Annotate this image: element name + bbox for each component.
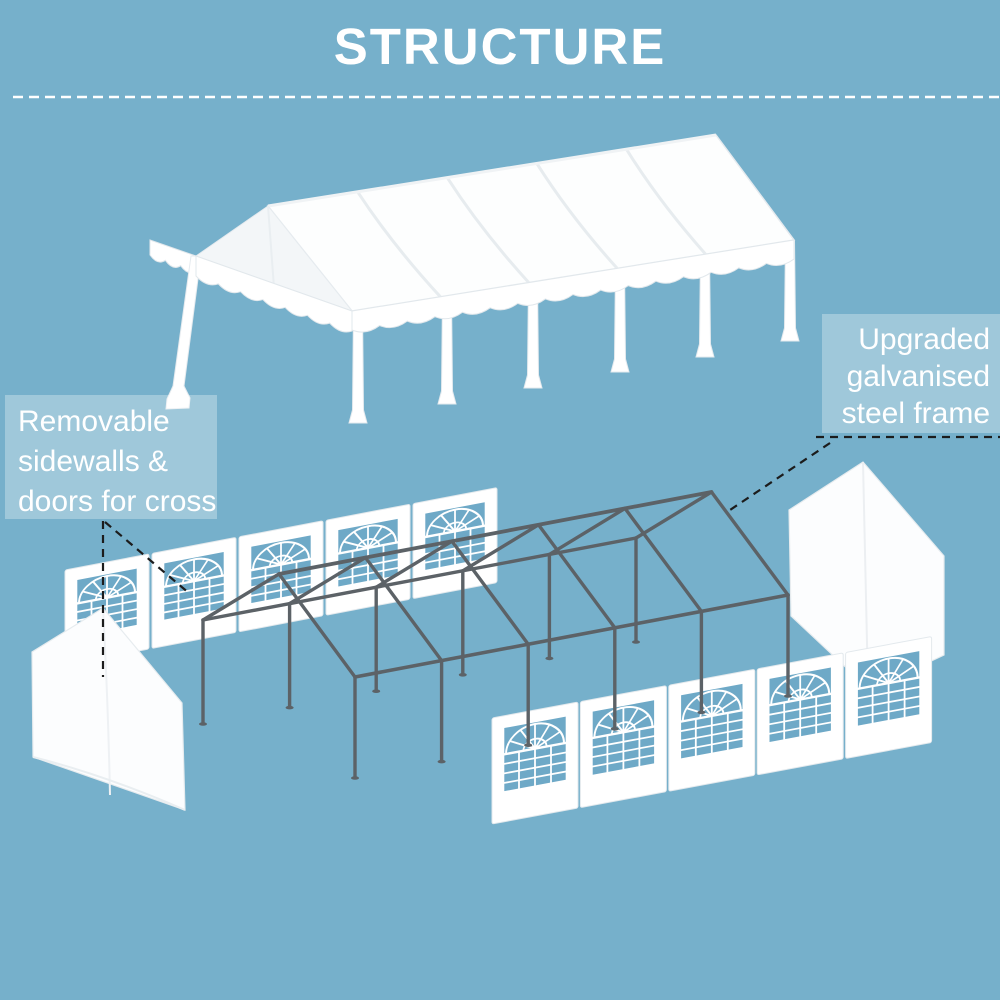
canopy-leg [165,255,202,410]
sidewall-panel [668,669,756,792]
left-annotation: Removable sidewalls & doors for cross [5,395,217,519]
steel-frame [199,490,792,780]
left-annotation-line1: Removable [18,405,170,438]
page-title: STRUCTURE [333,18,667,75]
right-annotation-line3: steel frame [841,397,990,430]
left-endwall [31,607,186,811]
sidewall-panel [579,685,667,808]
sidewall-panel [845,636,933,759]
leader-right-diagonal [726,442,831,513]
canopy-valance [195,255,353,333]
leader-lines [101,435,1000,677]
sidewall-panel [491,701,579,825]
sidewall-panel [151,537,237,649]
sidewall-panels-front-row [491,636,933,825]
canopy-valance [351,239,795,333]
right-annotation: Upgraded galvanised steel frame [822,314,1000,433]
right-annotation-line2: galvanised [846,360,990,393]
leader-left-diagonal [104,521,191,595]
canopy-roof [149,133,800,424]
right-annotation-line1: Upgraded [858,323,990,356]
sidewall-panel [756,652,844,776]
left-annotation-line3: doors for cross [18,485,217,518]
left-annotation-line2: sidewalls & [18,445,169,478]
